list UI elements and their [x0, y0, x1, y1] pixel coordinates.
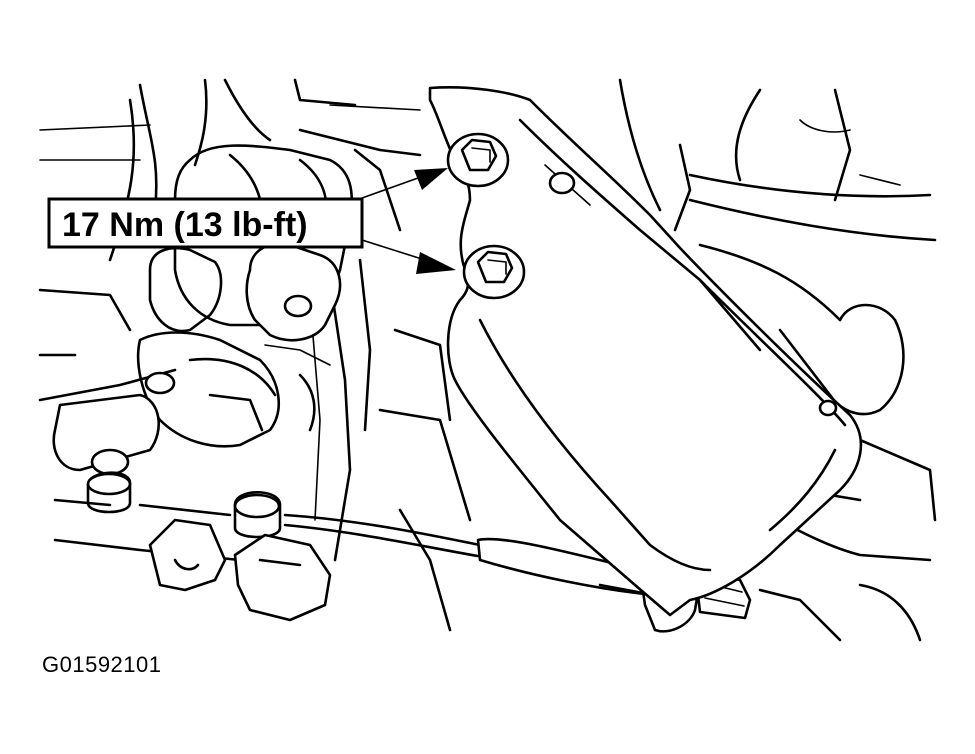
upper-arrowhead [414, 168, 448, 190]
figure-id: G01592101 [42, 652, 162, 677]
upper-bolt [446, 132, 510, 188]
torque-callout-label: 17 Nm (13 lb-ft) [62, 206, 308, 244]
lower-arrowhead [416, 252, 456, 274]
lower-left-linkage [52, 393, 332, 622]
mounting-bracket [428, 86, 863, 617]
engine-mount-assembly [136, 144, 354, 448]
lower-bolt [462, 244, 526, 300]
torque-callout: 17 Nm (13 lb-ft) [47, 197, 364, 249]
torque-callout-box [47, 197, 364, 249]
callout-leaders [361, 168, 456, 274]
background-engine-structure [38, 78, 472, 632]
